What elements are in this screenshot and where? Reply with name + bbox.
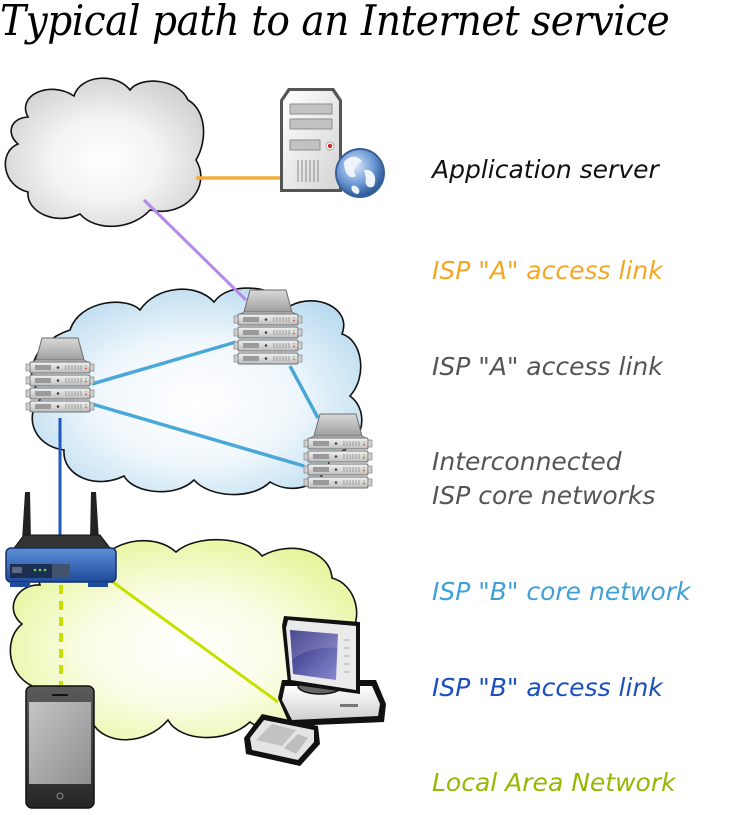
label-isp-core-networks: ISP core networks xyxy=(432,481,656,510)
label-isp-a-access-link: ISP "A" access link xyxy=(432,352,663,381)
label-isp-b-core-network: ISP "B" core network xyxy=(432,577,691,606)
label-interconnected: Interconnected xyxy=(432,447,622,476)
diagram-title: Typical path to an Internet service xyxy=(0,0,670,45)
lan-link-computer xyxy=(109,578,279,704)
label-isp-b-access-link: ISP "B" access link xyxy=(432,673,663,702)
internet-cloud xyxy=(4,77,205,228)
wifi-router-icon xyxy=(5,492,117,587)
label-application-server: Application server xyxy=(432,155,659,184)
smartphone-icon xyxy=(25,685,95,809)
purple-link xyxy=(142,198,248,302)
label-isp-a-access-link-orange: ISP "A" access link xyxy=(432,256,663,285)
core-link-1-2 xyxy=(91,340,237,386)
application-server-icon xyxy=(280,88,385,198)
core-link-2-3 xyxy=(288,365,320,419)
globe-icon xyxy=(335,148,385,198)
desktop-computer-icon xyxy=(244,616,386,766)
label-local-area-network: Local Area Network xyxy=(432,768,676,797)
core-link-1-3 xyxy=(91,402,305,468)
